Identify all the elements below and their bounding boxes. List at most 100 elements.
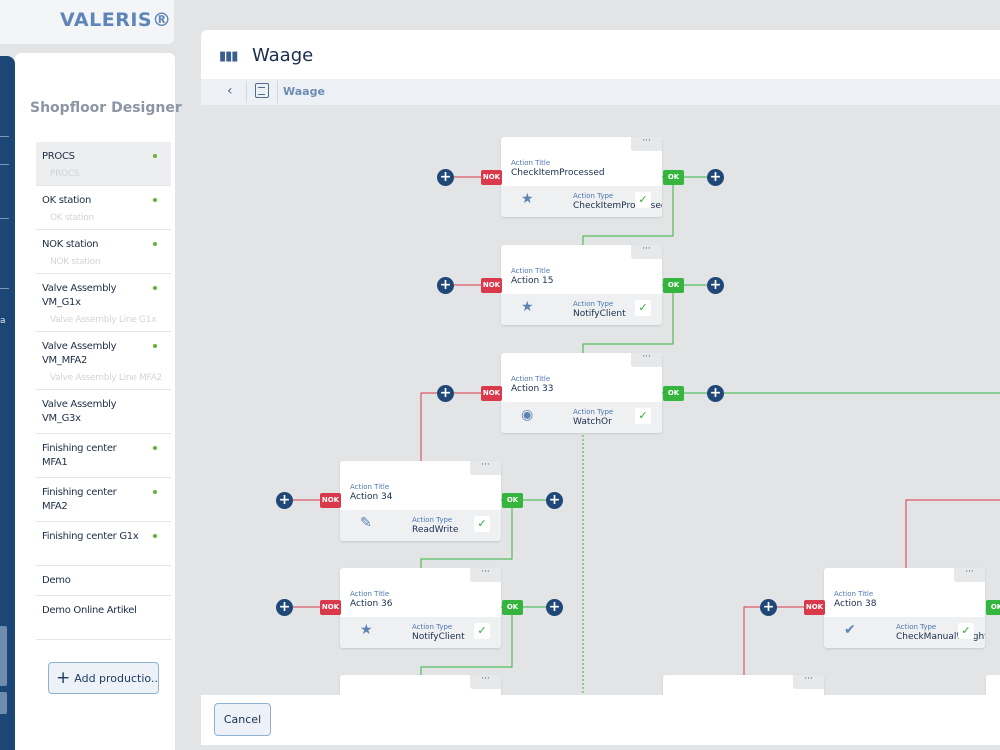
action-type-label: Action Type: [573, 408, 614, 416]
add-ok-action-button[interactable]: +: [546, 492, 563, 509]
ok-port[interactable]: OK: [663, 170, 684, 185]
add-ok-action-button[interactable]: +: [546, 599, 563, 616]
node-menu-button[interactable]: ···: [793, 675, 824, 689]
nok-port[interactable]: NOK: [481, 278, 502, 293]
add-nok-action-button[interactable]: +: [276, 599, 293, 616]
flow-canvas[interactable]: ··· Action Title CheckItemProcessed ★ Ac…: [201, 105, 1000, 695]
action-node[interactable]: ··· Action Title Action 15 ★ Action Type…: [501, 245, 662, 325]
check-icon[interactable]: ✓: [635, 300, 651, 316]
action-node[interactable]: ··· Action Title Action 36 ★ Action Type…: [340, 568, 501, 648]
nok-port[interactable]: NOK: [804, 600, 825, 615]
nok-port[interactable]: NOK: [320, 600, 341, 615]
nav-rail[interactable]: a: [0, 56, 15, 750]
process-name: PROCS: [42, 151, 75, 162]
ok-port[interactable]: OK: [663, 386, 684, 401]
node-menu-button[interactable]: ···: [631, 245, 662, 259]
add-ok-action-button[interactable]: +: [707, 169, 724, 186]
node-menu-button[interactable]: ···: [631, 353, 662, 367]
action-type-row: ★ Action Type NotifyClient ✓: [340, 617, 501, 648]
breadcrumb-divider: [277, 81, 278, 103]
rail-letter: a: [0, 316, 6, 326]
nok-connector: [743, 606, 760, 677]
columns-icon[interactable]: ▮▮▮: [219, 49, 238, 64]
add-nok-action-button[interactable]: +: [437, 169, 454, 186]
action-title-label: Action Title: [511, 375, 551, 383]
nok-port[interactable]: NOK: [481, 170, 502, 185]
rail-handle[interactable]: [0, 692, 7, 714]
action-title: Action 34: [350, 492, 393, 502]
action-type-label: Action Type: [896, 623, 937, 631]
ok-port[interactable]: OK: [663, 278, 684, 293]
add-nok-action-button[interactable]: +: [437, 277, 454, 294]
star-icon: ★: [360, 622, 373, 638]
star-icon: ★: [521, 191, 534, 207]
rail-handle[interactable]: [0, 626, 7, 686]
action-type-row: ★ Action Type NotifyClient ✓: [501, 294, 662, 325]
action-node[interactable]: [986, 675, 1000, 695]
process-name: Demo: [42, 575, 71, 586]
process-item[interactable]: Finishing center MFA1: [36, 434, 171, 478]
action-type-label: Action Type: [412, 516, 453, 524]
process-item[interactable]: Finishing center MFA2: [36, 478, 171, 522]
node-menu-button[interactable]: ···: [470, 568, 501, 582]
add-nok-action-button[interactable]: +: [437, 385, 454, 402]
breadcrumb-current[interactable]: Waage: [283, 85, 325, 98]
node-menu-button[interactable]: ···: [631, 137, 662, 151]
process-name: Valve Assembly VM_G1x: [42, 283, 117, 308]
action-node[interactable]: ···: [663, 675, 824, 695]
add-ok-action-button[interactable]: +: [707, 385, 724, 402]
breadcrumb: ‹ Waage: [201, 79, 1000, 105]
page-header: ▮▮▮ Waage ‹ Waage: [201, 30, 1000, 105]
ok-port[interactable]: OK: [986, 600, 1000, 615]
ok-port[interactable]: OK: [502, 493, 523, 508]
process-item[interactable]: Valve Assembly VM_G3x: [36, 390, 171, 434]
add-ok-action-button[interactable]: +: [707, 277, 724, 294]
check-icon[interactable]: ✓: [474, 516, 490, 532]
check-icon[interactable]: ✓: [635, 408, 651, 424]
add-nok-action-button[interactable]: +: [276, 492, 293, 509]
cancel-button[interactable]: Cancel: [214, 703, 271, 736]
nok-port[interactable]: NOK: [320, 493, 341, 508]
process-item[interactable]: Finishing center G1x: [36, 522, 171, 566]
action-type-row: ◉ Action Type WatchOr ✓: [501, 402, 662, 433]
process-item[interactable]: Demo Online Artikel: [36, 596, 171, 640]
status-dot-icon: [153, 446, 157, 450]
action-node[interactable]: ··· Action Title Action 38 ✔ Action Type…: [824, 568, 985, 648]
action-node[interactable]: ··· Action Title Action 34 ✎ Action Type…: [340, 461, 501, 541]
add-production-button[interactable]: + Add productio...: [48, 662, 159, 694]
ok-port[interactable]: OK: [502, 600, 523, 615]
action-type: CheckManualWeight: [896, 632, 985, 642]
status-dot-icon: [153, 490, 157, 494]
process-name: Finishing center MFA1: [42, 443, 117, 468]
add-nok-action-button[interactable]: +: [760, 599, 777, 616]
check-icon[interactable]: ✓: [635, 192, 651, 208]
process-subtitle: Valve Assembly Line G1x: [50, 315, 157, 325]
check-icon[interactable]: ✓: [474, 623, 490, 639]
book-icon[interactable]: [255, 83, 269, 98]
check-icon[interactable]: ✓: [958, 623, 974, 639]
checkmark-icon: ✔: [844, 622, 856, 638]
process-name: Valve Assembly VM_MFA2: [42, 341, 117, 366]
eye-icon: ◉: [521, 407, 534, 423]
breadcrumb-divider: [246, 81, 247, 103]
action-node[interactable]: ··· Action Title CheckItemProcessed ★ Ac…: [501, 137, 662, 217]
node-menu-button[interactable]: ···: [470, 461, 501, 475]
node-menu-button[interactable]: ···: [954, 568, 985, 582]
action-node[interactable]: ··· Action Title Action 33 ◉ Action Type…: [501, 353, 662, 433]
star-icon: ★: [521, 299, 534, 315]
action-node[interactable]: ···: [340, 675, 501, 695]
process-item[interactable]: Demo: [36, 566, 171, 596]
ok-connector: [582, 185, 674, 245]
action-type: WatchOr: [573, 417, 612, 427]
node-menu-button[interactable]: ···: [470, 675, 501, 689]
ok-connector: [420, 507, 513, 568]
rail-divider: [0, 288, 9, 289]
nok-port[interactable]: NOK: [481, 386, 502, 401]
status-dot-icon: [153, 242, 157, 246]
back-chevron-icon[interactable]: ‹: [227, 83, 233, 99]
